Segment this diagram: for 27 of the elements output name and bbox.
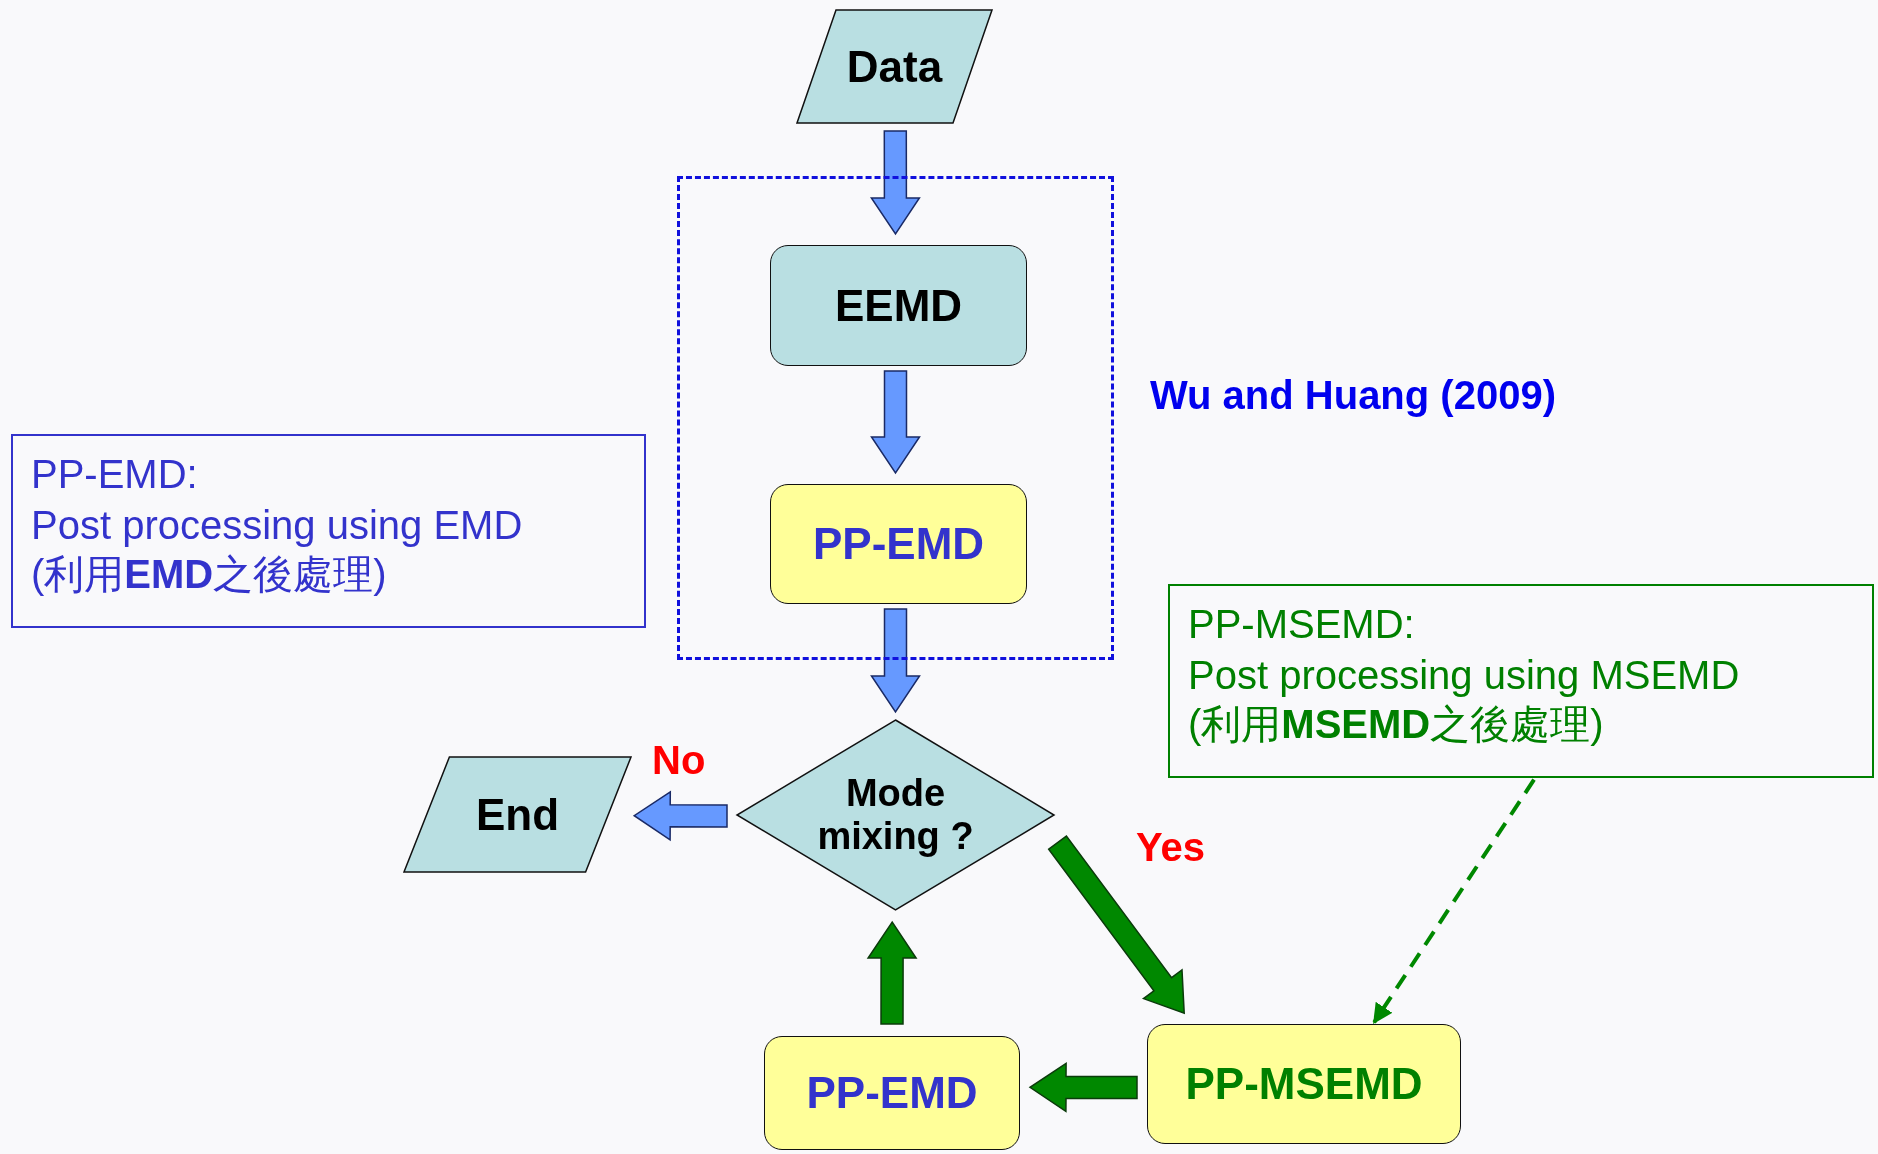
note-text: Post processing using MSEMD (利用MSEMD之後處理)	[1188, 651, 1741, 748]
block-arrow	[870, 370, 921, 475]
block-arrow	[1028, 1062, 1138, 1113]
node-label: End	[475, 789, 560, 840]
node-label: PP-EMD	[812, 519, 985, 569]
note-box	[11, 434, 646, 628]
node-label: PP-EMD	[806, 1068, 978, 1118]
process-box	[764, 1036, 1020, 1150]
process-box	[1147, 1024, 1461, 1144]
note-heading: PP-EMD:	[31, 451, 198, 498]
node-label: Mode mixing ?	[816, 772, 975, 858]
block-arrow	[1047, 835, 1185, 1015]
node-label: PP-MSEMD	[1185, 1059, 1423, 1109]
block-arrow	[632, 790, 728, 842]
block-arrow	[870, 608, 921, 714]
block-arrow	[866, 920, 918, 1025]
citation-text: Wu and Huang (2009)	[1150, 373, 1556, 418]
note-heading: PP-MSEMD:	[1188, 601, 1415, 648]
process-box	[770, 245, 1027, 366]
dashed-arrow	[1372, 778, 1536, 1024]
note-text: Post processing using EMD (利用EMD之後處理)	[31, 501, 524, 598]
node-label: Data	[846, 41, 943, 92]
process-box	[770, 484, 1027, 604]
node-label: EEMD	[834, 280, 963, 331]
block-arrow	[870, 130, 921, 236]
dashed-group-box	[677, 176, 1114, 660]
note-box	[1168, 584, 1874, 778]
